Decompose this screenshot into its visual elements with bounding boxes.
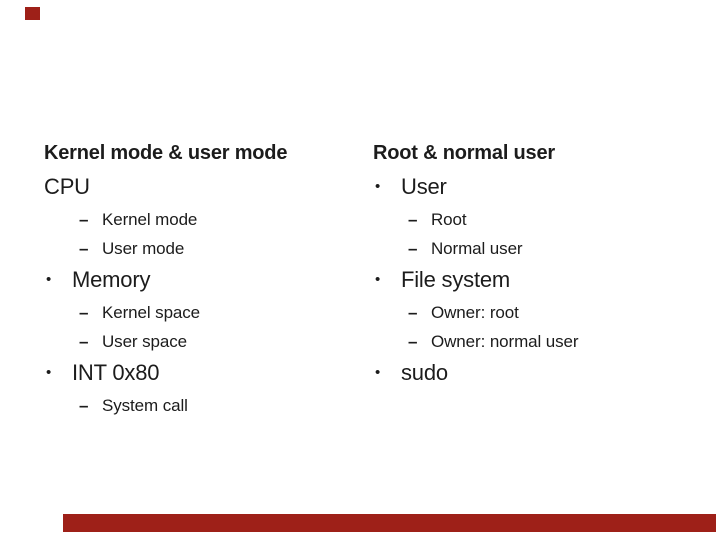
list-item-label: Memory — [72, 267, 151, 292]
sub-item-root: – Root — [373, 209, 703, 231]
sub-item-label: Kernel space — [102, 303, 201, 322]
dash-icon: – — [79, 332, 89, 351]
list-item-label: CPU — [44, 174, 90, 199]
sub-item-system-call: – System call — [44, 395, 364, 417]
left-column: Kernel mode & user mode CPU – Kernel mod… — [44, 140, 364, 417]
accent-corner-square — [25, 7, 40, 20]
sub-item-label: User space — [102, 332, 187, 351]
right-column-heading: Root & normal user — [373, 142, 555, 164]
sub-item-user-mode: – User mode — [44, 238, 364, 260]
sub-item-label: System call — [102, 396, 188, 415]
list-item-label: File system — [401, 267, 511, 292]
sub-item-label: Normal user — [431, 239, 523, 258]
left-column-heading: Kernel mode & user mode — [44, 142, 288, 164]
list-item-user: • User — [373, 174, 703, 200]
dash-icon: – — [408, 239, 418, 258]
bullet-icon: • — [375, 364, 381, 381]
sub-item-normal-user: – Normal user — [373, 238, 703, 260]
sub-item-owner-root: – Owner: root — [373, 302, 703, 324]
right-column: Root & normal user • User – Root – Norma… — [373, 140, 703, 395]
list-item-memory: • Memory — [44, 267, 364, 293]
list-item-label: User — [401, 174, 447, 199]
sub-item-kernel-space: – Kernel space — [44, 302, 364, 324]
sub-item-label: Root — [431, 210, 467, 229]
sub-item-owner-normal-user: – Owner: normal user — [373, 331, 703, 353]
dash-icon: – — [79, 210, 89, 229]
list-item-sudo: • sudo — [373, 360, 703, 386]
dash-icon: – — [408, 210, 418, 229]
dash-icon: – — [79, 239, 89, 258]
sub-item-kernel-mode: – Kernel mode — [44, 209, 364, 231]
list-item-cpu: CPU — [44, 174, 364, 200]
dash-icon: – — [79, 396, 89, 415]
bullet-icon: • — [46, 271, 52, 288]
dash-icon: – — [79, 303, 89, 322]
list-item-label: INT 0x80 — [72, 360, 160, 385]
list-item-file-system: • File system — [373, 267, 703, 293]
sub-item-label: Owner: root — [431, 303, 519, 322]
bullet-icon: • — [46, 364, 52, 381]
dash-icon: – — [408, 303, 418, 322]
sub-item-label: Owner: normal user — [431, 332, 579, 351]
dash-icon: – — [408, 332, 418, 351]
sub-item-label: User mode — [102, 239, 185, 258]
sub-item-label: Kernel mode — [102, 210, 198, 229]
list-item-int-0x80: • INT 0x80 — [44, 360, 364, 386]
bullet-icon: • — [375, 271, 381, 288]
accent-bottom-bar — [63, 514, 716, 532]
list-item-label: sudo — [401, 360, 448, 385]
sub-item-user-space: – User space — [44, 331, 364, 353]
bullet-icon: • — [375, 178, 381, 195]
